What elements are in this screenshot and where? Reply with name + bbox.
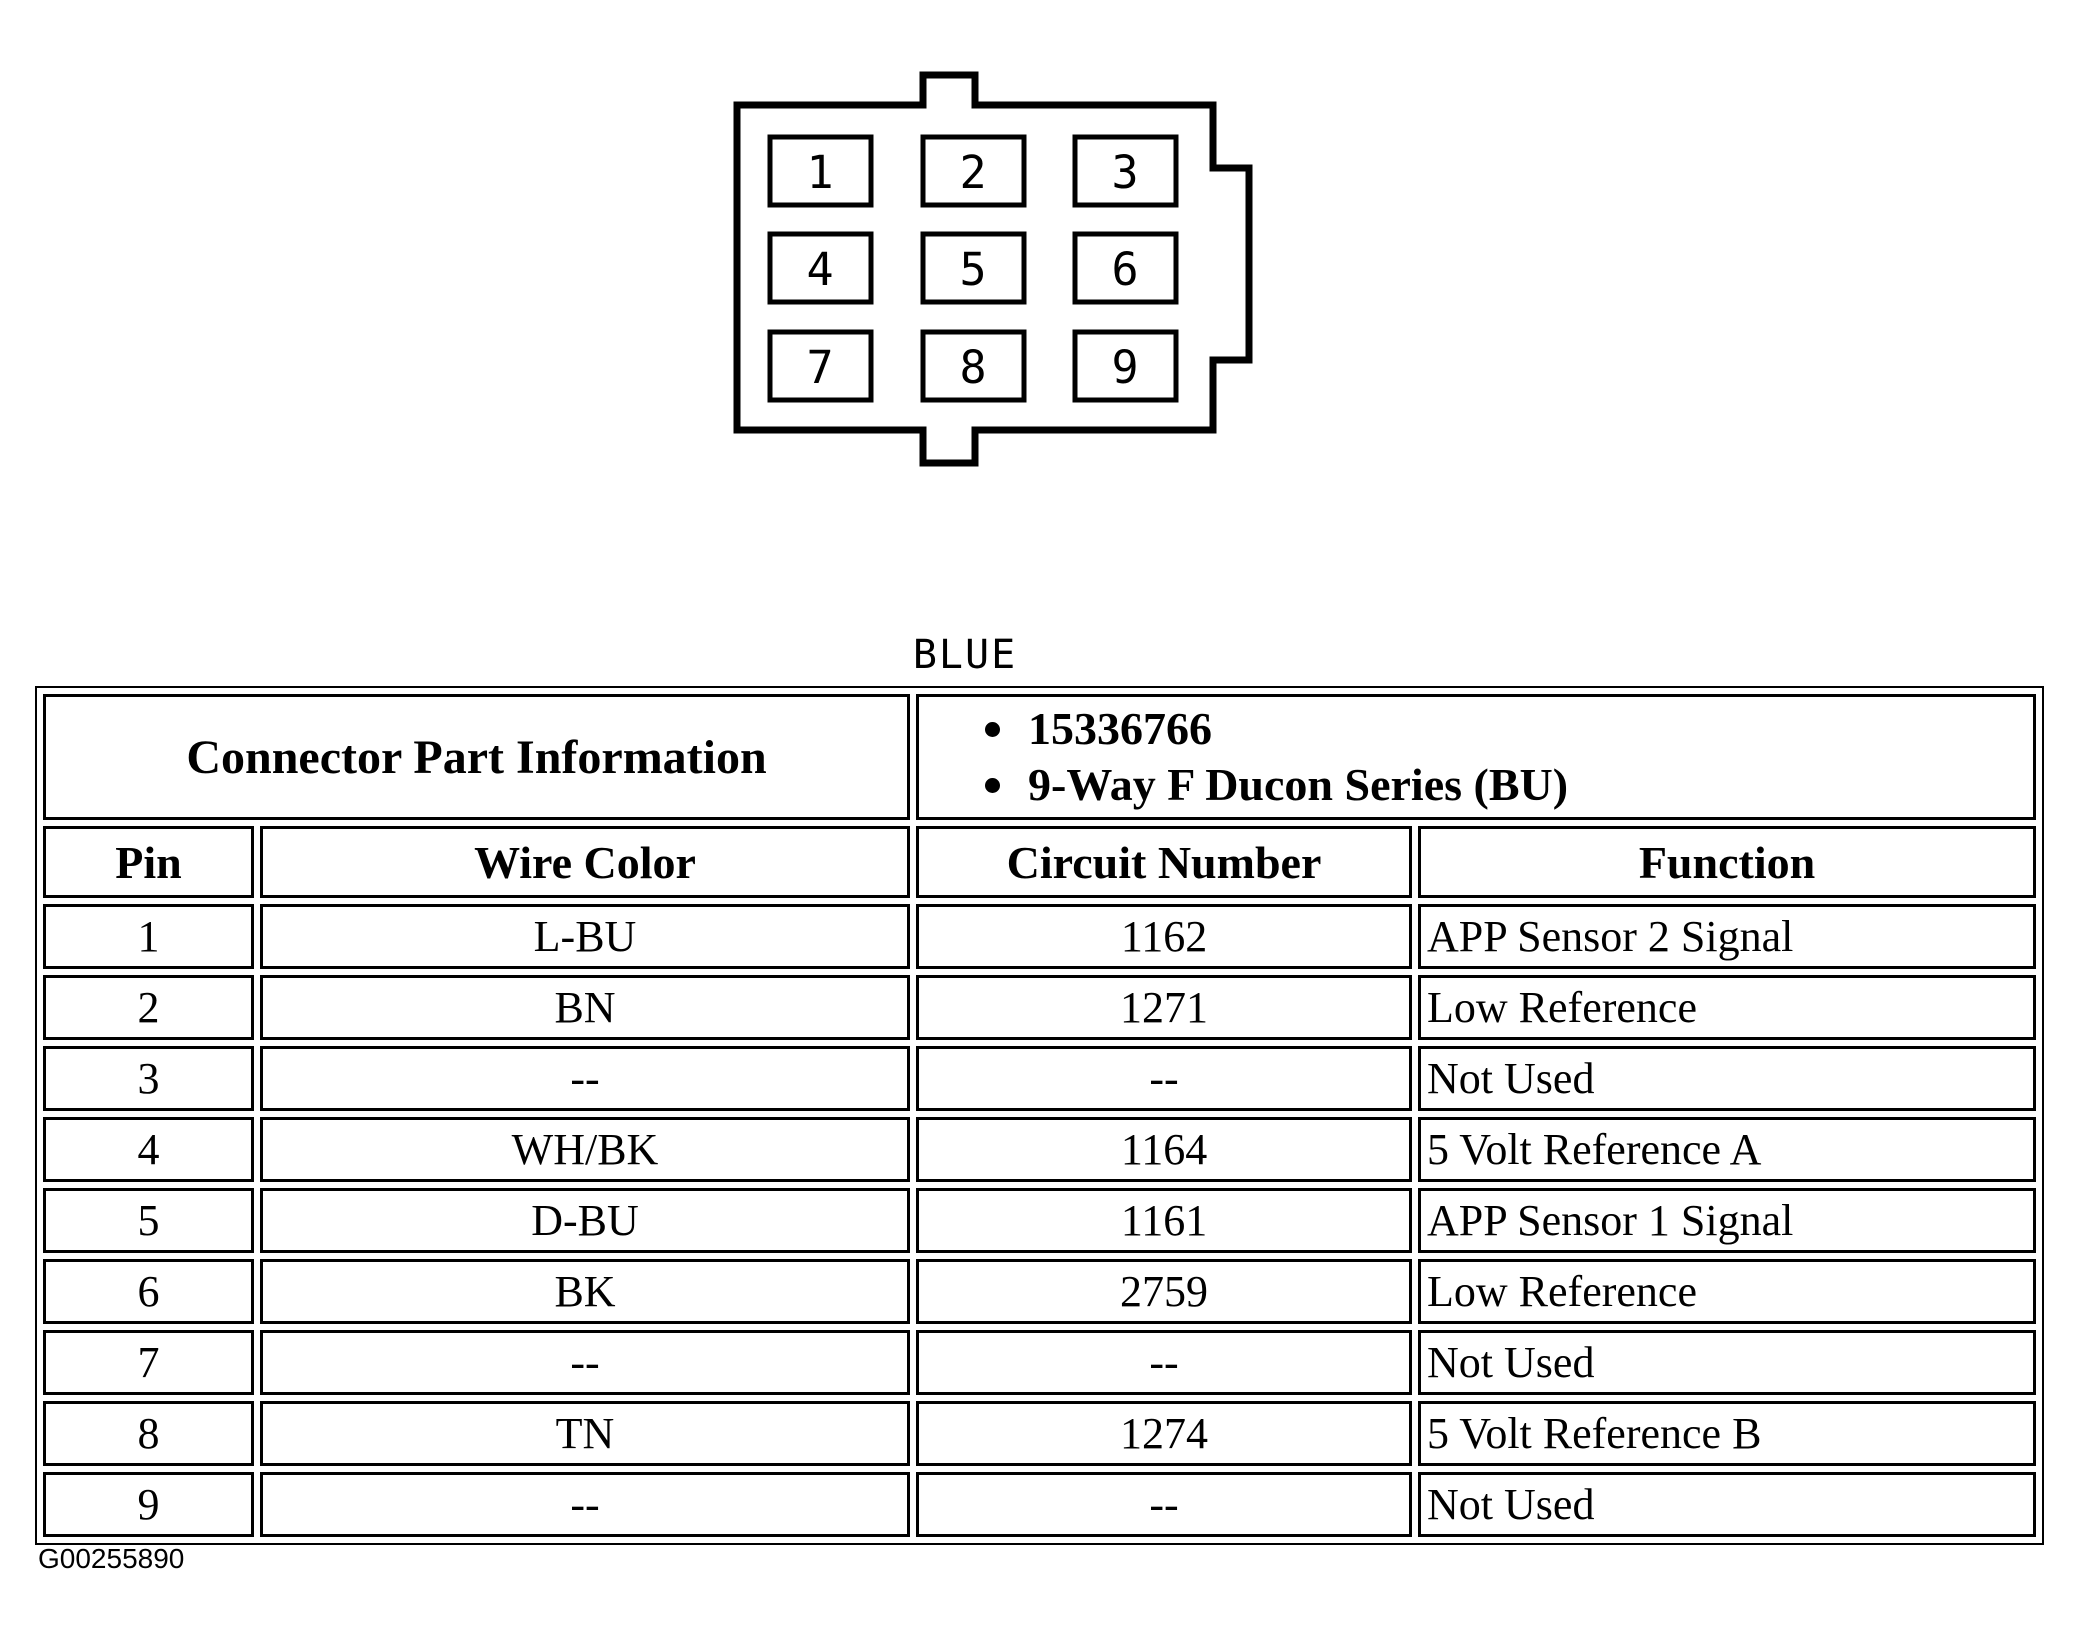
table-row: 7 -- -- Not Used — [43, 1330, 2037, 1395]
part-info-item: 9-Way F Ducon Series (BU) — [985, 757, 2032, 813]
pin-number-9: 9 — [1111, 341, 1138, 394]
wire-color-cell: TN — [260, 1401, 911, 1466]
pin-cell: 6 — [43, 1259, 254, 1324]
circuit-number-cell: 1161 — [916, 1188, 1413, 1253]
column-header-function: Function — [1418, 826, 2037, 898]
table-row: 5 D-BU 1161 APP Sensor 1 Signal — [43, 1188, 2037, 1253]
pin-cell: 4 — [43, 1117, 254, 1182]
table-row: 6 BK 2759 Low Reference — [43, 1259, 2037, 1324]
function-cell: APP Sensor 1 Signal — [1418, 1188, 2037, 1253]
wire-color-cell: WH/BK — [260, 1117, 911, 1182]
table-row: 9 -- -- Not Used — [43, 1472, 2037, 1537]
part-info-list: 15336766 9-Way F Ducon Series (BU) — [916, 694, 2037, 820]
pin-cavity-9 — [1072, 329, 1179, 403]
circuit-number-cell: 1274 — [916, 1401, 1413, 1466]
circuit-number-cell: 1164 — [916, 1117, 1413, 1182]
function-cell: APP Sensor 2 Signal — [1418, 904, 2037, 969]
pin-cell: 7 — [43, 1330, 254, 1395]
function-cell: 5 Volt Reference B — [1418, 1401, 2037, 1466]
circuit-number-cell: 1162 — [916, 904, 1413, 969]
pin-number-8: 8 — [959, 341, 986, 394]
table-row: 4 WH/BK 1164 5 Volt Reference A — [43, 1117, 2037, 1182]
function-cell: Not Used — [1418, 1046, 2037, 1111]
pin-number-7: 7 — [806, 341, 833, 394]
circuit-number-cell: -- — [916, 1046, 1413, 1111]
pin-cavity-8 — [920, 329, 1027, 403]
function-cell: 5 Volt Reference A — [1418, 1117, 2037, 1182]
bullet-icon — [985, 721, 1001, 737]
pin-number-6: 6 — [1111, 243, 1138, 296]
function-cell: Not Used — [1418, 1472, 2037, 1537]
function-cell: Not Used — [1418, 1330, 2037, 1395]
column-header-row: Pin Wire Color Circuit Number Function — [43, 826, 2037, 898]
function-cell: Low Reference — [1418, 1259, 2037, 1324]
pin-cell: 2 — [43, 975, 254, 1040]
pin-cell: 8 — [43, 1401, 254, 1466]
pin-cavity-7 — [767, 329, 874, 403]
part-info-header: Connector Part Information — [43, 694, 911, 820]
pin-cell: 3 — [43, 1046, 254, 1111]
wire-color-cell: BK — [260, 1259, 911, 1324]
table-row: 8 TN 1274 5 Volt Reference B — [43, 1401, 2037, 1466]
wire-color-cell: -- — [260, 1472, 911, 1537]
wire-color-cell: -- — [260, 1046, 911, 1111]
pin-cavity-1 — [767, 134, 874, 208]
circuit-number-cell: 1271 — [916, 975, 1413, 1040]
pin-number-5: 5 — [959, 243, 986, 296]
column-header-pin: Pin — [43, 826, 254, 898]
pin-cavity-2 — [920, 134, 1027, 208]
bullet-icon — [985, 777, 1001, 793]
pin-cell: 5 — [43, 1188, 254, 1253]
figure-id: G00255890 — [38, 1543, 185, 1574]
pin-cavity-4 — [767, 231, 874, 305]
pin-cell: 1 — [43, 904, 254, 969]
function-cell: Low Reference — [1418, 975, 2037, 1040]
table-row: 3 -- -- Not Used — [43, 1046, 2037, 1111]
circuit-number-cell: 2759 — [916, 1259, 1413, 1324]
connector-outline — [733, 71, 1253, 467]
column-header-wire-color: Wire Color — [260, 826, 911, 898]
wire-color-cell: D-BU — [260, 1188, 911, 1253]
table-row: 1 L-BU 1162 APP Sensor 2 Signal — [43, 904, 2037, 969]
pin-cell: 9 — [43, 1472, 254, 1537]
pin-cavity-5 — [920, 231, 1027, 305]
connector-pinout-table: Connector Part Information 15336766 9-Wa… — [35, 686, 2045, 1545]
column-header-circuit-number: Circuit Number — [916, 826, 1413, 898]
wire-color-cell: BN — [260, 975, 911, 1040]
pin-number-2: 2 — [959, 146, 986, 199]
pin-cavity-6 — [1072, 231, 1179, 305]
pin-number-3: 3 — [1111, 146, 1138, 199]
connector-color-label: BLUE — [912, 632, 1018, 678]
wire-color-cell: L-BU — [260, 904, 911, 969]
pin-cavity-3 — [1072, 134, 1179, 208]
part-info-item-text: 15336766 — [1028, 703, 1213, 754]
circuit-number-cell: -- — [916, 1472, 1413, 1537]
part-info-row: Connector Part Information 15336766 9-Wa… — [43, 694, 2037, 820]
connector-diagram: 1 2 3 4 5 6 7 8 9 — [733, 71, 1253, 467]
pin-number-4: 4 — [806, 243, 833, 296]
part-info-item-text: 9-Way F Ducon Series (BU) — [1028, 759, 1569, 810]
wire-color-cell: -- — [260, 1330, 911, 1395]
pin-number-1: 1 — [806, 146, 833, 199]
part-info-item: 15336766 — [985, 701, 2032, 757]
circuit-number-cell: -- — [916, 1330, 1413, 1395]
table-row: 2 BN 1271 Low Reference — [43, 975, 2037, 1040]
